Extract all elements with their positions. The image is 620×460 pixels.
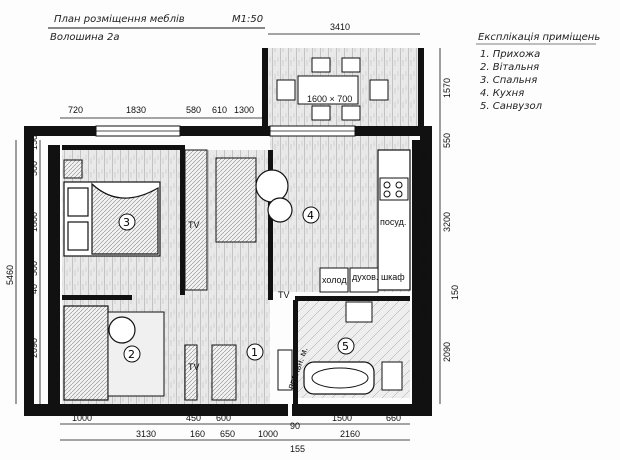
dishwasher-label: посуд. bbox=[380, 217, 406, 227]
dim-top-1830: 1830 bbox=[126, 105, 146, 115]
dim-top-1300: 1300 bbox=[234, 105, 254, 115]
legend-item-1: 1. Прихожа bbox=[480, 49, 540, 60]
dim-right-inner-600d: 600 bbox=[420, 269, 430, 284]
oven-cabinet bbox=[349, 267, 379, 293]
bedroom-wardrobe bbox=[184, 149, 208, 291]
kitchen-chair-1 bbox=[255, 169, 289, 203]
room-markers: 3 2 1 4 5 bbox=[118, 206, 355, 363]
dim-bottom-3130: 3130 bbox=[136, 429, 156, 439]
dim-right-inner-720: 720 bbox=[420, 179, 430, 194]
dim-top-580: 580 bbox=[186, 105, 201, 115]
bathtub bbox=[303, 361, 375, 395]
dim-left-40: 40 bbox=[29, 284, 39, 294]
dim-right-inner-600b: 600 bbox=[420, 207, 430, 222]
dim-bottom-450: 450 bbox=[186, 413, 201, 423]
dim-right-2090: 2090 bbox=[442, 342, 452, 362]
sofa bbox=[63, 305, 109, 401]
room-number-3: 3 bbox=[123, 216, 130, 229]
dim-right-inner-200: 200 bbox=[420, 373, 430, 388]
dim-bottom-1500: 1500 bbox=[332, 413, 352, 423]
dim-left-150: 150 bbox=[29, 135, 39, 150]
legend-item-5: 5. Санвузол bbox=[480, 101, 543, 112]
bed bbox=[63, 181, 161, 257]
fridge bbox=[319, 267, 349, 293]
plan-subtitle: Волошина 2а bbox=[50, 32, 119, 43]
dim-right-3200: 3200 bbox=[442, 212, 452, 232]
dim-right-550: 550 bbox=[442, 133, 452, 148]
washbasin bbox=[345, 301, 373, 323]
tv-stand bbox=[184, 344, 198, 401]
room-number-1: 1 bbox=[251, 346, 258, 359]
dim-bottom-160: 160 bbox=[190, 429, 205, 439]
tv-label-bedroom: TV bbox=[188, 220, 200, 230]
fridge-label: холод. bbox=[322, 275, 349, 285]
dim-right-1570: 1570 bbox=[442, 78, 452, 98]
dim-bottom-90: 90 bbox=[290, 421, 300, 431]
tv-label-living: TV bbox=[188, 362, 200, 372]
dim-left-2090: 2090 bbox=[29, 338, 39, 358]
kitchen-chair-2 bbox=[267, 197, 293, 223]
dim-bottom-155: 155 bbox=[290, 444, 305, 454]
hall-armchair bbox=[215, 157, 257, 243]
room-number-5: 5 bbox=[342, 340, 349, 353]
dim-bottom-600: 600 bbox=[216, 413, 231, 423]
dim-right-inner-600e: 600 bbox=[420, 303, 430, 318]
dim-right-inner-600a: 600 bbox=[420, 149, 430, 164]
dining-set bbox=[276, 57, 389, 121]
stove bbox=[379, 177, 409, 201]
dim-right-inner-40: 40 bbox=[420, 256, 430, 266]
dim-bottom-2160: 2160 bbox=[340, 429, 360, 439]
dim-left-1800: 1800 bbox=[29, 212, 39, 232]
dim-left-500b: 500 bbox=[29, 261, 39, 276]
dim-left-5460: 5460 bbox=[5, 265, 15, 285]
dim-bottom-650: 650 bbox=[220, 429, 235, 439]
legend-item-4: 4. Кухня bbox=[480, 88, 524, 99]
dim-left-500a: 500 bbox=[29, 161, 39, 176]
room-number-2: 2 bbox=[128, 348, 135, 361]
legend-item-3: 3. Спальня bbox=[480, 75, 537, 86]
walls bbox=[24, 48, 432, 416]
dim-bottom-660: 660 bbox=[386, 413, 401, 423]
coffee-table bbox=[108, 316, 136, 344]
plan-scale: М1:50 bbox=[232, 14, 263, 25]
oven-label: духов. шкаф bbox=[352, 272, 405, 282]
dim-balcony-3410: 3410 bbox=[330, 22, 350, 32]
washing-machine bbox=[277, 349, 293, 391]
legend-item-2: 2. Вітальня bbox=[480, 61, 539, 73]
dim-top-720: 720 bbox=[68, 105, 83, 115]
dim-right-inner-600c: 600 bbox=[420, 235, 430, 250]
dim-bottom-1000b: 1000 bbox=[258, 429, 278, 439]
toilet bbox=[381, 361, 403, 391]
tv-label-hall: TV bbox=[278, 290, 290, 300]
room-number-4: 4 bbox=[307, 209, 314, 222]
hall-wardrobe bbox=[211, 344, 237, 401]
dim-bottom-1000a: 1000 bbox=[72, 413, 92, 423]
dim-top-610: 610 bbox=[212, 105, 227, 115]
dim-right-150: 150 bbox=[450, 285, 460, 300]
legend-title: Експлікація приміщень bbox=[478, 31, 600, 43]
bedside-table bbox=[63, 159, 83, 179]
plan-title: План розміщення меблів bbox=[54, 13, 185, 25]
kitchen-counter bbox=[377, 149, 411, 291]
table-size-label: 1600 × 700 bbox=[307, 94, 352, 104]
